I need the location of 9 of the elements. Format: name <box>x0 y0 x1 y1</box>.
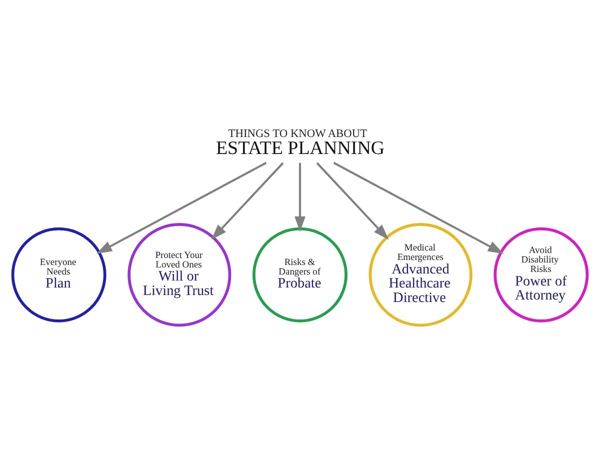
node-circle: Everyone Needs Plan <box>11 226 106 322</box>
arrow <box>294 162 306 232</box>
arrow <box>333 161 504 254</box>
node-circle: Avoid Disability Risks Power of Attorney <box>494 226 589 322</box>
node-text: THINGS TO KNOW ABOUT ESTATE PLANNING <box>216 127 385 159</box>
node-circle: Risks & Dangers of Probate <box>252 226 348 322</box>
arrow <box>316 162 389 240</box>
arrow <box>211 162 284 240</box>
arrow <box>96 161 267 254</box>
